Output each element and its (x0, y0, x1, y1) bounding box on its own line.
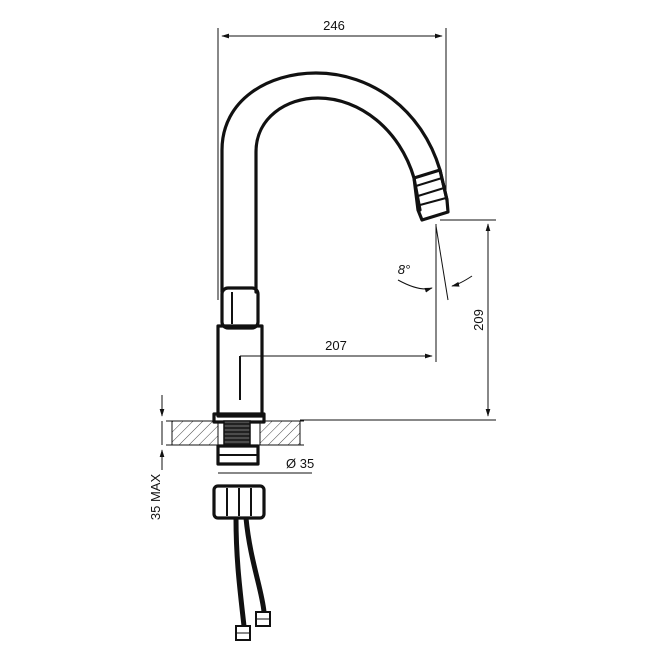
flexible-hoses (233, 517, 271, 641)
dimension-overall-width-label: 246 (323, 18, 345, 33)
mounting-stud (216, 420, 260, 466)
dimension-overall-width: 246 (217, 18, 447, 300)
dimension-spout-height-label: 209 (471, 309, 486, 331)
dimension-max-thickness: 35 MAX (148, 395, 165, 521)
faucet-body (212, 286, 266, 424)
dimension-max-thickness-label: 35 MAX (148, 474, 163, 521)
dimension-spout-angle: 8° (397, 225, 473, 301)
dimension-spout-angle-label: 8° (398, 262, 410, 277)
faucet-spout (220, 71, 450, 294)
dimension-spout-height: 209 (300, 219, 496, 421)
dimension-mount-hole-label: Ø 35 (286, 456, 314, 471)
dimension-mount-hole: Ø 35 (218, 456, 314, 474)
dimension-spout-reach-label: 207 (325, 338, 347, 353)
dimension-spout-reach: 207 (240, 224, 437, 362)
fixing-nut (212, 484, 266, 520)
